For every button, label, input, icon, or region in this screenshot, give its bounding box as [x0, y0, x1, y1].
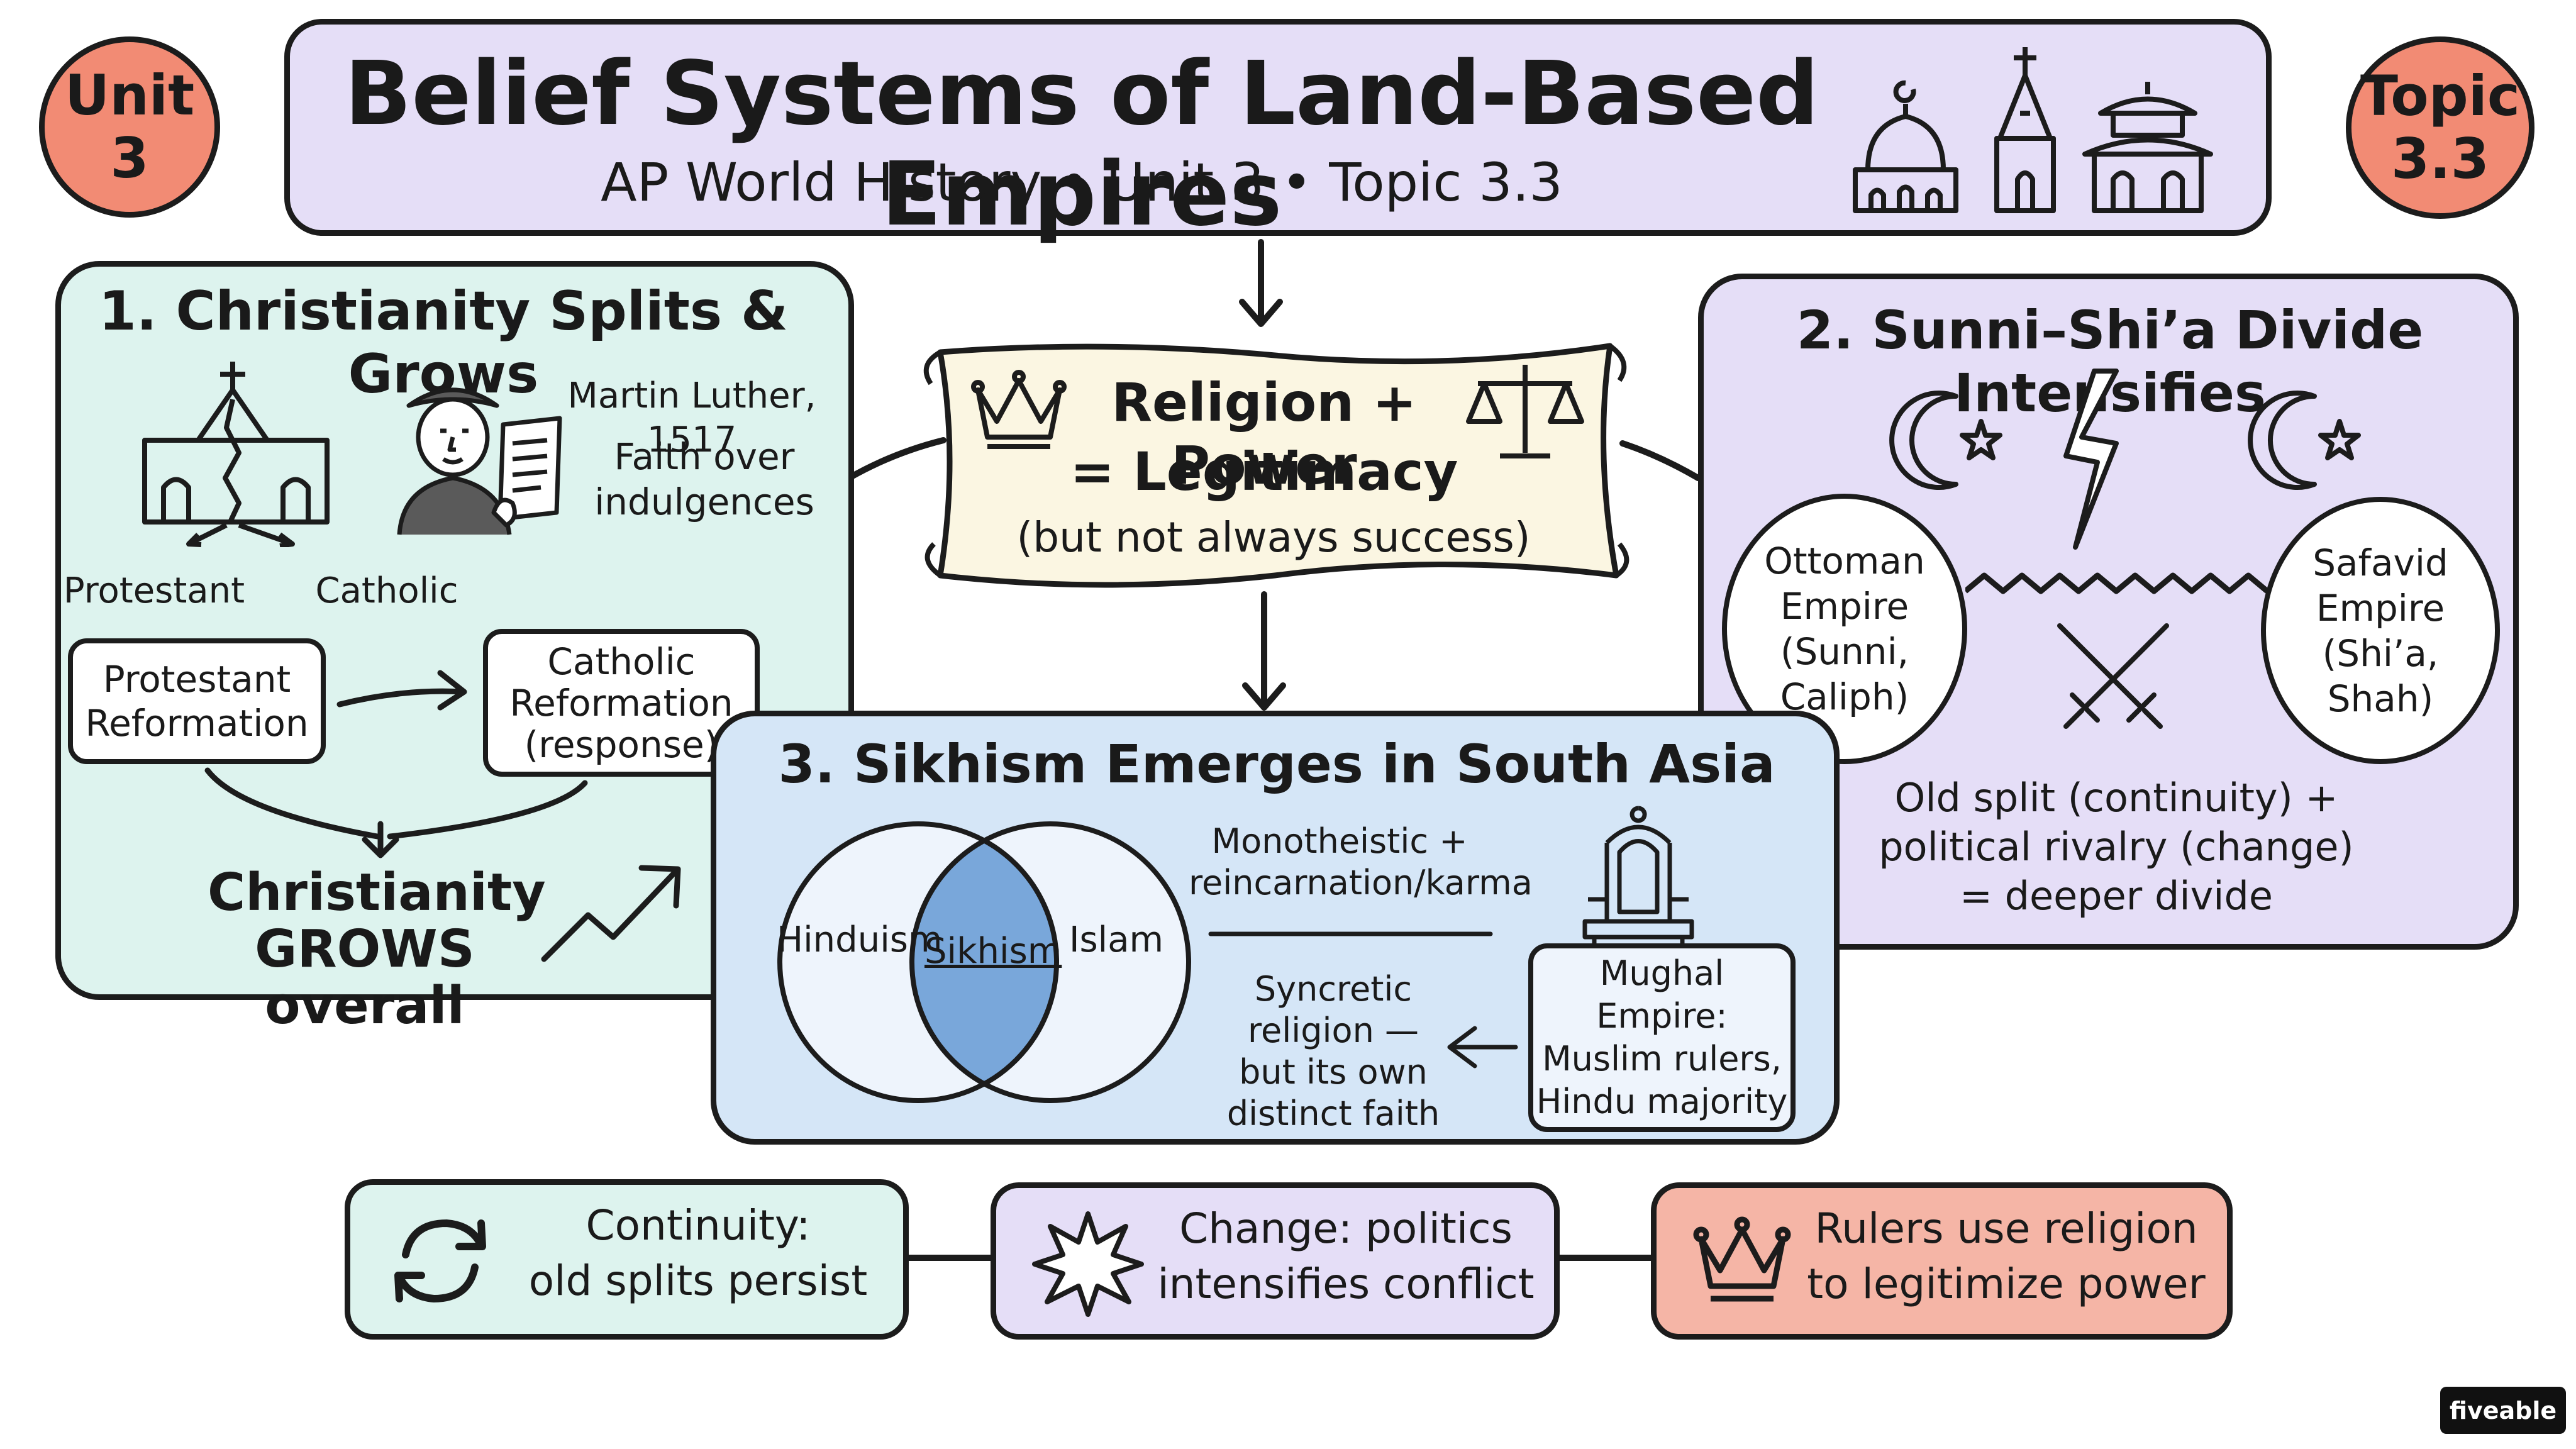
change-text: Change: politics intensifies conflict [1157, 1204, 1535, 1308]
topic-badge-label: Topic 3.3 [2360, 64, 2521, 191]
luther-note: Faith over indulgences [594, 435, 814, 523]
safavid-empire-circle: Safavid Empire (Shi’a, Shah) [2261, 497, 2500, 764]
fiveable-logo-text: fiveable [2449, 1396, 2557, 1424]
protestant-reformation-label: Protestant Reformation [85, 658, 309, 745]
starburst-icon [1032, 1211, 1144, 1317]
mughal-empire-label: Mughal Empire: Muslim rulers, Hindu majo… [1536, 953, 1788, 1121]
mosque-icon [1853, 80, 1958, 213]
unit-badge-label: Unit 3 [64, 63, 195, 191]
page-title: Belief Systems of Land-Based Empires [344, 43, 1819, 246]
safavid-empire-label: Safavid Empire (Shi’a, Shah) [2312, 541, 2448, 720]
temple-icon [2082, 82, 2213, 213]
catholic-reformation-label: Catholic Reformation (response) [509, 640, 733, 766]
ottoman-empire-label: Ottoman Empire (Sunni, Caliph) [1764, 540, 1925, 718]
christianity-heading: 1. Christianity Splits & Grows [99, 280, 788, 406]
legitimacy-scroll [923, 343, 1629, 588]
martin-luther-icon [397, 387, 562, 535]
sunni-shia-summary: Old split (continuity) + political rival… [1879, 775, 2354, 919]
fiveable-logo: fiveable [2440, 1387, 2566, 1434]
legitimacy-line-2: = Legitimacy [1070, 441, 1458, 502]
crescent-star-icon-right [2248, 391, 2361, 490]
christianity-grows: Christianity GROWS overall [208, 863, 546, 1036]
church-icon [1994, 47, 2056, 213]
mughal-throne-icon [1582, 806, 1694, 953]
sikhism-heading: 3. Sikhism Emerges in South Asia [778, 733, 1775, 795]
split-label-protestant: Protestant [63, 570, 245, 611]
legitimacy-line-1: Religion + Power [1111, 372, 1417, 496]
mughal-empire-box: Mughal Empire: Muslim rulers, Hindu majo… [1528, 943, 1796, 1132]
ottoman-empire-circle: Ottoman Empire (Sunni, Caliph) [1722, 494, 1967, 764]
rulers-text: Rulers use religion to legitimize power [1807, 1204, 2206, 1308]
protestant-reformation-box: Protestant Reformation [68, 638, 326, 764]
venn-label-islam: Islam [1069, 919, 1164, 960]
continuity-text: Continuity: old splits persist [528, 1201, 868, 1305]
bottom-crown-icon [1693, 1216, 1791, 1302]
syncretic-note: Syncretic religion — but its own distinc… [1226, 969, 1440, 1133]
sikhism-beliefs: Monotheistic + reincarnation/karma [1189, 821, 1533, 902]
venn-label-hinduism: Hinduism [777, 919, 943, 960]
continuity-box [345, 1179, 909, 1340]
catholic-reformation-box: Catholic Reformation (response) [483, 629, 760, 777]
scales-icon [1466, 365, 1584, 458]
cycle-arrows-icon [394, 1219, 486, 1302]
page-subtitle: AP World History • Unit 3 • Topic 3.3 [601, 152, 1563, 213]
venn-diagram [777, 821, 1191, 1103]
venn-label-sikhism: Sikhism [924, 931, 1062, 972]
luther-caption: Martin Luther, 1517 [567, 375, 816, 460]
split-church-icon [142, 362, 330, 547]
crown-icon [971, 370, 1067, 449]
crossed-swords-icon [2057, 623, 2169, 729]
topic-badge: Topic 3.3 [2346, 36, 2534, 219]
rulers-box [1651, 1182, 2233, 1340]
split-label-catholic: Catholic [315, 570, 458, 611]
legitimacy-line-3: (but not always success) [1016, 513, 1531, 562]
unit-badge: Unit 3 [39, 36, 220, 218]
lightning-icon [2063, 369, 2119, 550]
rivalry-zigzag [1965, 572, 2267, 594]
crescent-star-icon-left [1889, 391, 2002, 490]
